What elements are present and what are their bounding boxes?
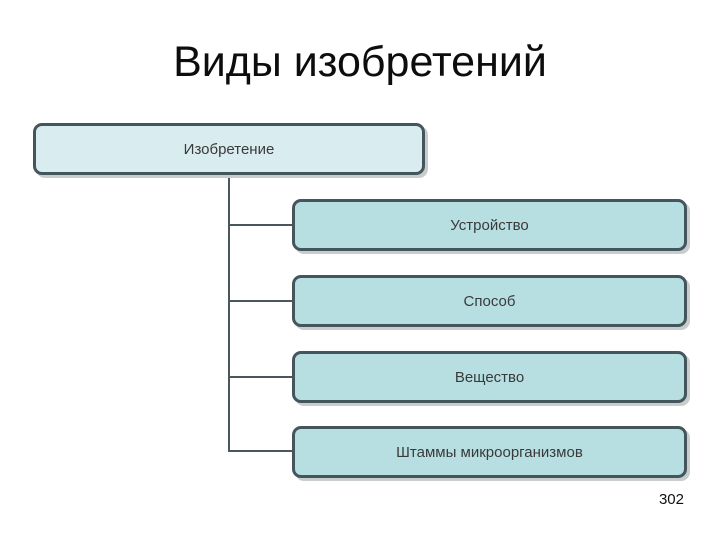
diagram-node-label: Штаммы микроорганизмов: [396, 443, 583, 461]
diagram-node-device: Устройство: [292, 199, 687, 251]
diagram-node-label: Изобретение: [183, 140, 275, 158]
diagram-node-invention: Изобретение: [33, 123, 425, 175]
connector-branch-method: [228, 300, 292, 302]
slide-title: Виды изобретений: [173, 38, 547, 86]
diagram-node-label: Устройство: [450, 216, 529, 234]
connector-branch-device: [228, 224, 292, 226]
diagram-node-method: Способ: [292, 275, 687, 327]
connector-branch-strains: [228, 450, 292, 452]
diagram-node-substance: Вещество: [292, 351, 687, 403]
diagram-node-label: Вещество: [454, 368, 525, 386]
page-number: 302: [658, 491, 684, 508]
connector-trunk: [228, 175, 230, 452]
connector-branch-substance: [228, 376, 292, 378]
diagram-node-label: Способ: [463, 292, 516, 310]
diagram-node-strains: Штаммы микроорганизмов: [292, 426, 687, 478]
